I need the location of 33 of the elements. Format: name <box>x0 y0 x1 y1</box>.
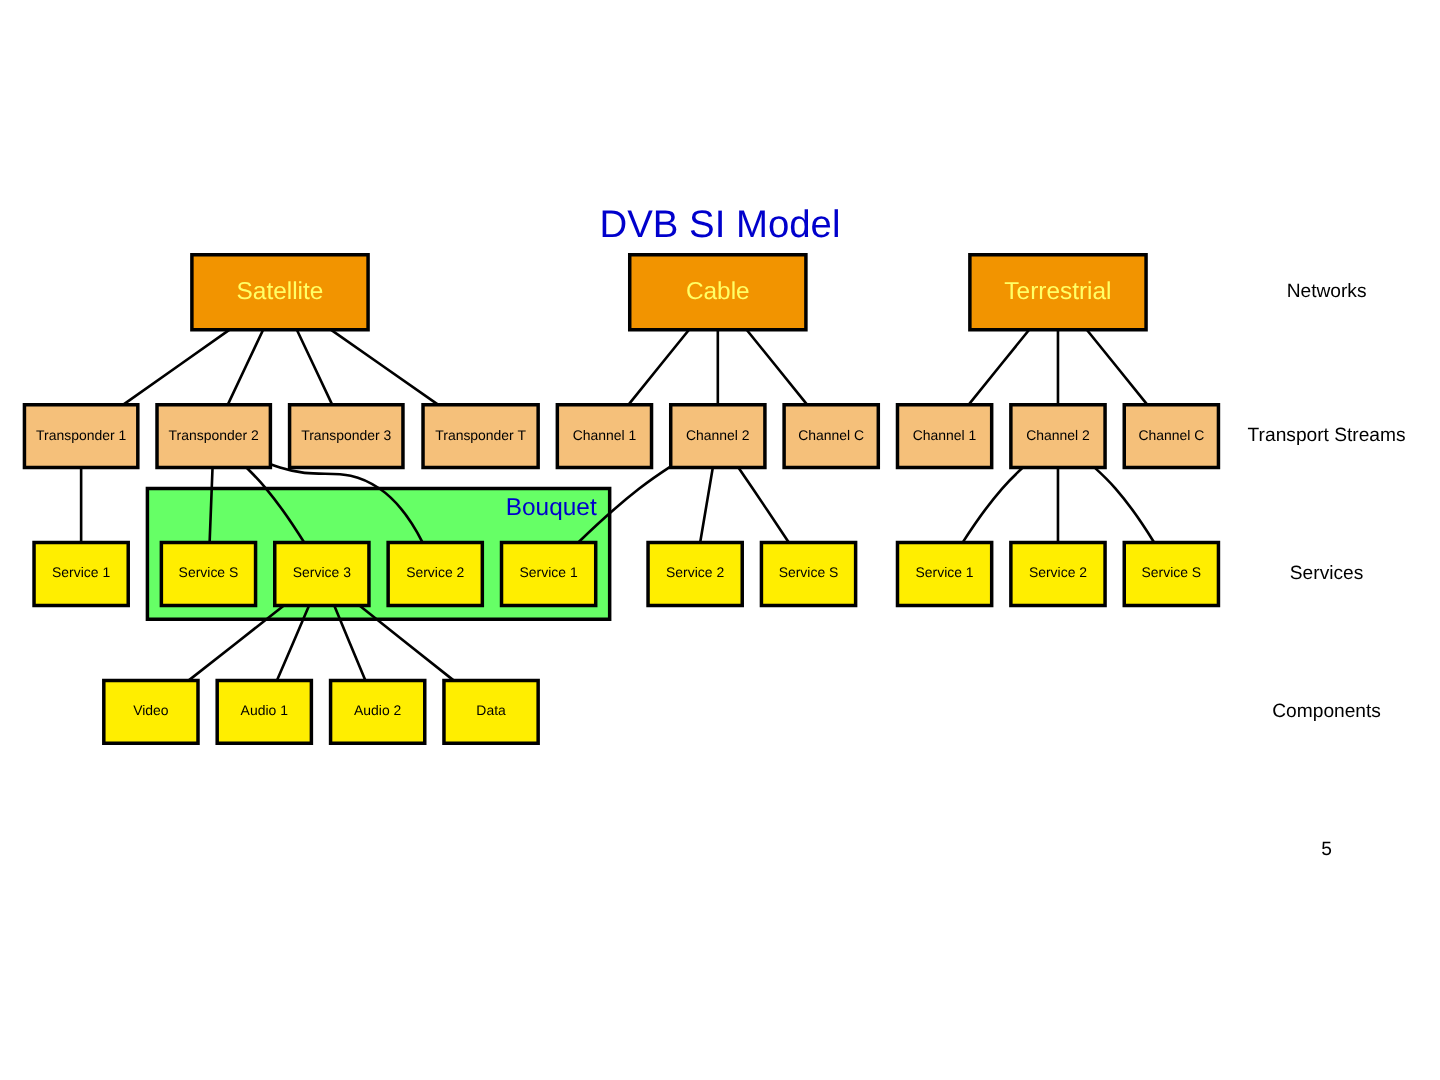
connector <box>967 329 1030 406</box>
diagram-title: DVB SI Model <box>599 204 841 247</box>
connector <box>79 467 83 543</box>
connector <box>270 463 424 543</box>
connector <box>1086 329 1149 406</box>
node-box: Terrestrial <box>968 253 1148 332</box>
connector <box>746 329 809 406</box>
connector <box>275 605 311 681</box>
connector <box>1056 467 1060 543</box>
connector <box>333 605 367 681</box>
label: Transport Streams <box>1247 425 1406 448</box>
connector <box>208 467 214 543</box>
connector <box>1093 466 1156 543</box>
connector <box>295 329 334 406</box>
connector <box>122 328 231 406</box>
connector <box>627 329 690 406</box>
connector <box>358 604 455 682</box>
node-box: Cable <box>628 253 808 332</box>
connector <box>961 466 1024 544</box>
connector <box>577 465 672 544</box>
label: 5 <box>1321 838 1332 861</box>
connector <box>187 604 285 682</box>
connector <box>330 328 439 406</box>
connector <box>246 467 306 544</box>
node-box: Satellite <box>190 253 370 332</box>
label: Networks <box>1286 281 1367 304</box>
connector <box>737 467 790 543</box>
connector <box>226 329 265 406</box>
connector <box>1056 330 1060 405</box>
label: Components <box>1272 700 1381 723</box>
connector <box>698 467 715 543</box>
label: Services <box>1289 562 1364 585</box>
connector <box>716 330 720 405</box>
